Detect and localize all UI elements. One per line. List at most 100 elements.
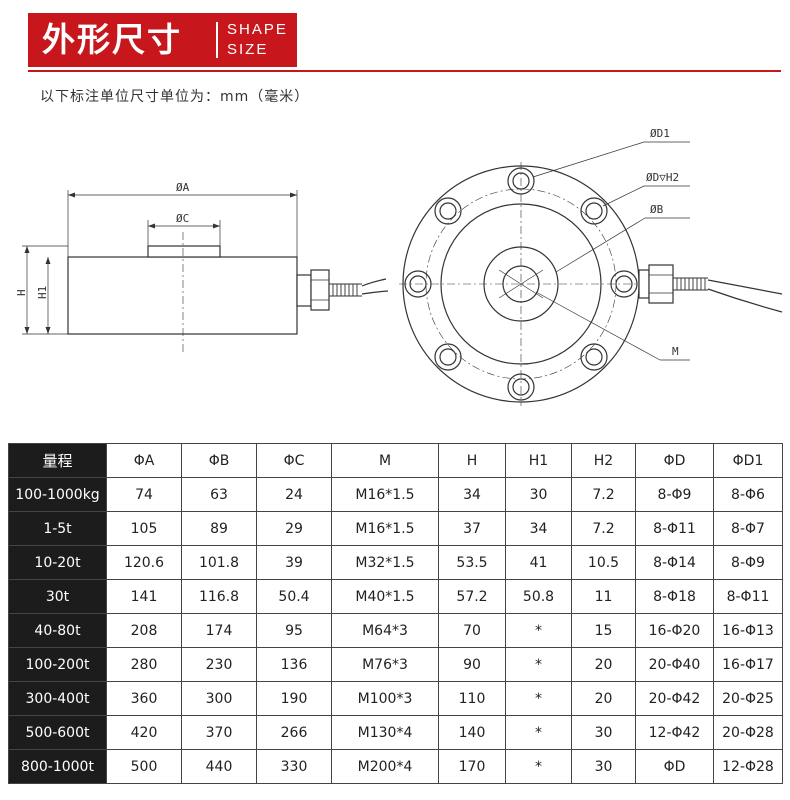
cell-phi-d1: 12-Φ28 [713,749,783,784]
table-header-row: 量程 ΦA ΦB ΦC M H H1 H2 ΦD ΦD1 [8,443,783,478]
leader-m [535,291,661,361]
cell-phi-c: 39 [256,545,332,580]
side-connector-body [310,269,330,311]
cell-phi-b: 440 [181,749,257,784]
label-h1: H1 [36,286,49,299]
section-banner: 外形尺寸 SHAPE SIZE [28,13,297,67]
cell-phi-c: 50.4 [256,579,332,614]
header-h2: H2 [571,443,636,478]
cell-phi-d1: 20-Φ28 [713,715,783,750]
header-range: 量程 [8,443,107,478]
cell-phi-a: 208 [106,613,182,648]
cell-h1: 34 [505,511,572,546]
cell-m: M40*1.5 [331,579,439,614]
cell-range: 10-20t [8,545,107,580]
cell-phi-d: ΦD [635,749,714,784]
label-phi-c: ØC [176,212,189,225]
inner-ring [440,203,602,365]
leader-phi-d1 [532,141,645,178]
header-m: M [331,443,439,478]
cell-h2: 15 [571,613,636,648]
bolt-holes [404,167,638,401]
top-view [399,141,783,406]
cell-h: 90 [438,647,506,682]
cell-range: 30t [8,579,107,614]
side-connector-thread [329,283,362,297]
cell-phi-d1: 8-Φ11 [713,579,783,614]
cell-phi-d1: 8-Φ7 [713,511,783,546]
cell-h2: 7.2 [571,511,636,546]
cell-h2: 7.2 [571,477,636,512]
banner-divider [216,22,218,58]
leader-phi-d-h2 [602,185,645,207]
cell-h: 37 [438,511,506,546]
cell-m: M76*3 [331,647,439,682]
banner-underline [28,70,781,72]
cell-h: 110 [438,681,506,716]
cell-phi-c: 95 [256,613,332,648]
cell-h2: 30 [571,715,636,750]
cell-h: 170 [438,749,506,784]
cell-phi-a: 280 [106,647,182,682]
label-phi-a: ØA [176,181,190,194]
label-h: H [15,289,28,296]
top-connector-nut [638,269,650,299]
cell-phi-d: 12-Φ42 [635,715,714,750]
cell-h2: 11 [571,579,636,614]
cell-phi-d1: 16-Φ13 [713,613,783,648]
cell-h2: 30 [571,749,636,784]
cell-phi-c: 330 [256,749,332,784]
cell-m: M16*1.5 [331,477,439,512]
cell-h1: * [505,613,572,648]
cell-phi-a: 74 [106,477,182,512]
cell-h1: * [505,715,572,750]
cell-phi-d1: 8-Φ9 [713,545,783,580]
cell-phi-a: 105 [106,511,182,546]
cell-phi-c: 190 [256,681,332,716]
cell-m: M130*4 [331,715,439,750]
label-m: M [672,345,679,358]
cell-phi-d: 20-Φ40 [635,647,714,682]
cell-phi-a: 141 [106,579,182,614]
cell-h2: 20 [571,681,636,716]
cell-phi-a: 360 [106,681,182,716]
top-cable [707,279,783,313]
unit-note: 以下标注单位尺寸单位为：mm（毫米） [40,89,310,105]
cell-h: 70 [438,613,506,648]
header-h1: H1 [505,443,572,478]
cell-h1: 50.8 [505,579,572,614]
cell-phi-b: 174 [181,613,257,648]
cell-range: 800-1000t [8,749,107,784]
cell-h2: 20 [571,647,636,682]
cell-range: 100-200t [8,647,107,682]
cell-h1: * [505,681,572,716]
cell-h2: 10.5 [571,545,636,580]
header-phi-b: ΦB [181,443,257,478]
cell-h: 140 [438,715,506,750]
leader-phi-b [555,217,646,273]
cell-phi-d: 16-Φ20 [635,613,714,648]
header-phi-d: ΦD [635,443,714,478]
cell-m: M100*3 [331,681,439,716]
cell-phi-d: 8-Φ11 [635,511,714,546]
cell-h1: * [505,749,572,784]
cell-phi-a: 120.6 [106,545,182,580]
section-title-en-line2: SIZE [227,41,269,58]
side-view [22,190,389,352]
label-phi-d-h2: ØD▽H2 [646,171,679,184]
cell-h: 53.5 [438,545,506,580]
side-view-boss [147,245,221,258]
cell-range: 40-80t [8,613,107,648]
cell-h1: 41 [505,545,572,580]
section-title-en-line1: SHAPE [227,21,288,38]
cell-h1: * [505,647,572,682]
section-title-cn: 外形尺寸 [42,20,182,59]
